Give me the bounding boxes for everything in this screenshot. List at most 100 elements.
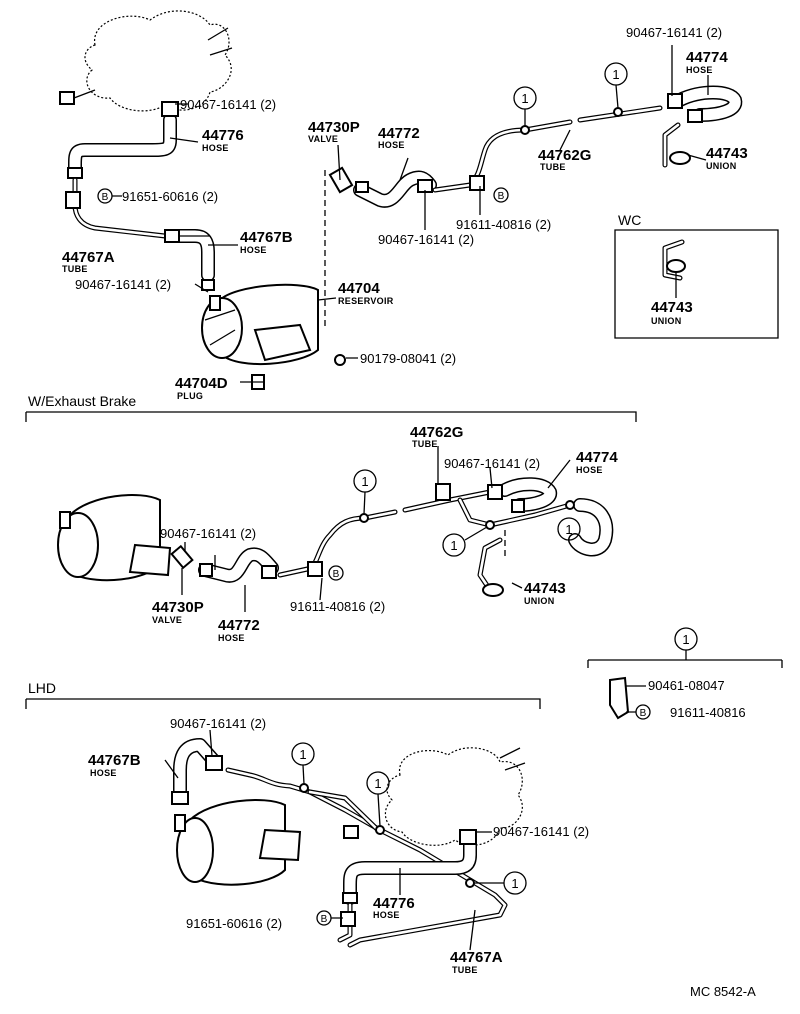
callout-1: 1 bbox=[291, 742, 315, 785]
bracket-icon bbox=[469, 175, 485, 191]
clamp-icon bbox=[687, 109, 703, 123]
section-exhaust-brake: W/Exhaust Brake bbox=[28, 393, 136, 409]
svg-text:B: B bbox=[498, 191, 505, 202]
label-clamp: 90467-16141 (2) bbox=[444, 456, 540, 471]
clamp-icon bbox=[201, 279, 215, 291]
label-part-44704D: 44704D bbox=[175, 375, 228, 392]
clamp-icon bbox=[161, 101, 179, 117]
section-lhd: LHD bbox=[28, 680, 56, 696]
reservoir-lhd bbox=[174, 799, 302, 886]
label-part-44774: 44774 bbox=[686, 49, 728, 66]
label-sub: PLUG bbox=[177, 391, 203, 401]
label-clamp: 90467-16141 (2) bbox=[626, 25, 722, 40]
svg-text:B: B bbox=[102, 192, 109, 203]
label-sub: VALVE bbox=[308, 134, 338, 144]
label-sub: VALVE bbox=[152, 615, 182, 625]
label-sub: HOSE bbox=[373, 910, 400, 920]
label-bolt: 91651-60616 (2) bbox=[186, 916, 282, 931]
label-nut: 90179-08041 (2) bbox=[360, 351, 456, 366]
label-part-44767A: 44767A bbox=[62, 249, 115, 266]
label-part-44743: 44743 bbox=[706, 145, 748, 162]
callout-1: 1 bbox=[474, 871, 527, 895]
label-part-44730P: 44730P bbox=[308, 119, 360, 136]
clamp-icon bbox=[355, 181, 369, 193]
label-clamp: 90467-16141 (2) bbox=[378, 232, 474, 247]
svg-text:B: B bbox=[321, 914, 328, 925]
label-part-44767A: 44767A bbox=[450, 949, 503, 966]
label-bolt: 91611-40816 (2) bbox=[290, 599, 385, 614]
svg-text:1: 1 bbox=[682, 632, 689, 647]
callout-1: 1 bbox=[557, 517, 581, 541]
label-sub: RESERVOIR bbox=[338, 296, 394, 306]
svg-text:1: 1 bbox=[374, 776, 381, 791]
label-part-44767B: 44767B bbox=[240, 229, 293, 246]
label-sub: HOSE bbox=[218, 633, 245, 643]
svg-text:1: 1 bbox=[511, 876, 518, 891]
label-part-44774: 44774 bbox=[576, 449, 618, 466]
booster-outline-lhd bbox=[384, 747, 523, 846]
reservoir-exhaust bbox=[57, 494, 172, 582]
label-sub: TUBE bbox=[62, 264, 88, 274]
label-part-44776: 44776 bbox=[202, 127, 244, 144]
label-part-44730P: 44730P bbox=[152, 599, 204, 616]
label-part-44704: 44704 bbox=[338, 280, 380, 297]
label-sub: HOSE bbox=[378, 140, 405, 150]
callout-1: 1 bbox=[604, 62, 628, 109]
label-sub: UNION bbox=[524, 596, 555, 606]
label-sub: HOSE bbox=[686, 65, 713, 75]
label-part-44772: 44772 bbox=[218, 617, 260, 634]
label-bracket: 90461-08047 bbox=[648, 678, 725, 693]
svg-text:1: 1 bbox=[565, 522, 572, 537]
clamp-icon bbox=[164, 229, 180, 243]
label-sub: TUBE bbox=[452, 965, 478, 975]
detail-1-box: 1 B 90461-08047 91611-40816 bbox=[587, 627, 783, 720]
b-mark: B bbox=[328, 565, 344, 581]
svg-text:1: 1 bbox=[450, 538, 457, 553]
wc-detail-box: WC 44743 UNION bbox=[614, 212, 779, 339]
label-clamp: 90467-16141 (2) bbox=[170, 716, 266, 731]
booster-fitting bbox=[59, 91, 75, 105]
label-sub: UNION bbox=[651, 316, 682, 326]
clamp-icon bbox=[667, 93, 683, 109]
valve-44730P-top bbox=[328, 166, 354, 194]
b-mark: B bbox=[316, 910, 332, 926]
svg-text:1: 1 bbox=[612, 67, 619, 82]
nut-icon bbox=[334, 354, 346, 366]
reservoir-44704 bbox=[201, 283, 319, 365]
label-part-44762G: 44762G bbox=[538, 147, 591, 164]
label-clamp: 90467-16141 (2) bbox=[160, 526, 256, 541]
label-sub: TUBE bbox=[412, 439, 438, 449]
label-bolt: 91611-40816 (2) bbox=[456, 217, 551, 232]
clamp-icon bbox=[67, 167, 83, 179]
booster-outline bbox=[84, 10, 232, 112]
label-part-44743: 44743 bbox=[651, 299, 693, 316]
label-sub: HOSE bbox=[576, 465, 603, 475]
b-mark: B bbox=[493, 187, 509, 203]
svg-text:B: B bbox=[333, 569, 340, 580]
label-sub: HOSE bbox=[90, 768, 117, 778]
label-bolt: 91611-40816 bbox=[670, 705, 746, 720]
label-sub: HOSE bbox=[202, 143, 229, 153]
svg-text:1: 1 bbox=[299, 747, 306, 762]
svg-text:1: 1 bbox=[361, 474, 368, 489]
label-clamp: 90467-16141 (2) bbox=[75, 277, 171, 292]
label-part-44772: 44772 bbox=[378, 125, 420, 142]
label-part-44743: 44743 bbox=[524, 580, 566, 597]
callout-1: 1 bbox=[513, 86, 537, 126]
label-sub: HOSE bbox=[240, 245, 267, 255]
section-wc: WC bbox=[618, 212, 641, 228]
union-icon bbox=[669, 151, 691, 165]
label-part-44762G: 44762G bbox=[410, 424, 463, 441]
valve-44730P bbox=[170, 544, 194, 570]
label-sub: UNION bbox=[706, 161, 737, 171]
callout-1: 1 bbox=[353, 469, 377, 515]
svg-text:B: B bbox=[640, 708, 647, 719]
label-bolt: 91651-60616 (2) bbox=[122, 189, 218, 204]
union-fitting-icon bbox=[65, 191, 81, 209]
svg-text:1: 1 bbox=[521, 91, 528, 106]
callout-1: 1 bbox=[366, 771, 390, 827]
label-clamp: 90467-16141 (2) bbox=[180, 97, 276, 112]
b-mark: B bbox=[97, 188, 113, 204]
label-part-44776: 44776 bbox=[373, 895, 415, 912]
